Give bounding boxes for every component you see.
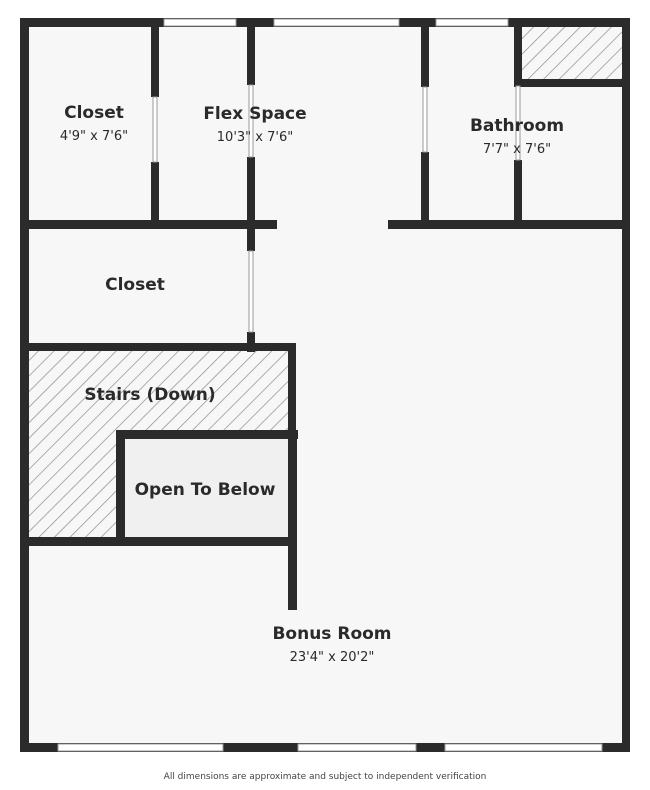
- open-to-below-area: [121, 436, 291, 541]
- wall-open-top: [116, 430, 298, 439]
- wall-mid-closet-bottom: [20, 343, 294, 351]
- wall-top-rooms-right: [388, 220, 630, 229]
- wall-bath-inner-lower: [514, 160, 522, 228]
- door-closet-flex: [152, 96, 158, 163]
- flex-space-dims: 10'3" x 7'6": [217, 130, 293, 145]
- door-flex: [248, 84, 254, 158]
- window-top-2: [273, 18, 400, 27]
- wall-storage-bottom: [514, 79, 630, 87]
- window-bottom-3: [444, 743, 603, 752]
- wall-stairs-bottom: [20, 537, 297, 546]
- wall-flex-lower: [247, 157, 255, 224]
- openings: [57, 18, 603, 752]
- open-to-below-label: Open To Below: [135, 480, 276, 500]
- window-bottom-2: [297, 743, 417, 752]
- door-bath-inner: [515, 85, 521, 161]
- wall-stairs-right: [288, 343, 296, 431]
- wall-mid-closet-right: [247, 229, 255, 251]
- closet-top-label: Closet: [64, 103, 124, 123]
- wall-bath-left-lower: [421, 152, 429, 228]
- window-bottom-1: [57, 743, 224, 752]
- flex-space-label: Flex Space: [203, 104, 306, 124]
- door-bath: [422, 86, 428, 153]
- wall-closet-flex: [151, 27, 159, 97]
- wall-open-left: [116, 430, 125, 546]
- disclaimer-text: All dimensions are approximate and subje…: [163, 772, 487, 782]
- door-mid-closet: [248, 250, 254, 333]
- wall-left: [20, 18, 29, 752]
- closet-mid-label: Closet: [105, 275, 165, 295]
- wall-mid-closet-right-lower: [247, 332, 255, 352]
- bathroom-label: Bathroom: [470, 116, 564, 136]
- storage-hatched-area: [521, 26, 622, 80]
- window-top-3: [435, 18, 509, 27]
- bonus-room-label: Bonus Room: [272, 624, 391, 644]
- stairs-label: Stairs (Down): [84, 385, 215, 405]
- bonus-room-dims: 23'4" x 20'2": [290, 650, 375, 665]
- closet-top-dims: 4'9" x 7'6": [60, 129, 128, 144]
- window-top-1: [163, 18, 237, 27]
- wall-open-right: [288, 430, 297, 610]
- wall-top-rooms-left: [20, 220, 277, 229]
- bathroom-dims: 7'7" x 7'6": [483, 142, 551, 157]
- wall-flex-upper: [247, 27, 255, 85]
- wall-closet-flex-lower: [151, 162, 159, 224]
- wall-bath-inner: [514, 27, 522, 86]
- wall-right: [622, 18, 630, 752]
- wall-bath-left-upper: [421, 27, 429, 87]
